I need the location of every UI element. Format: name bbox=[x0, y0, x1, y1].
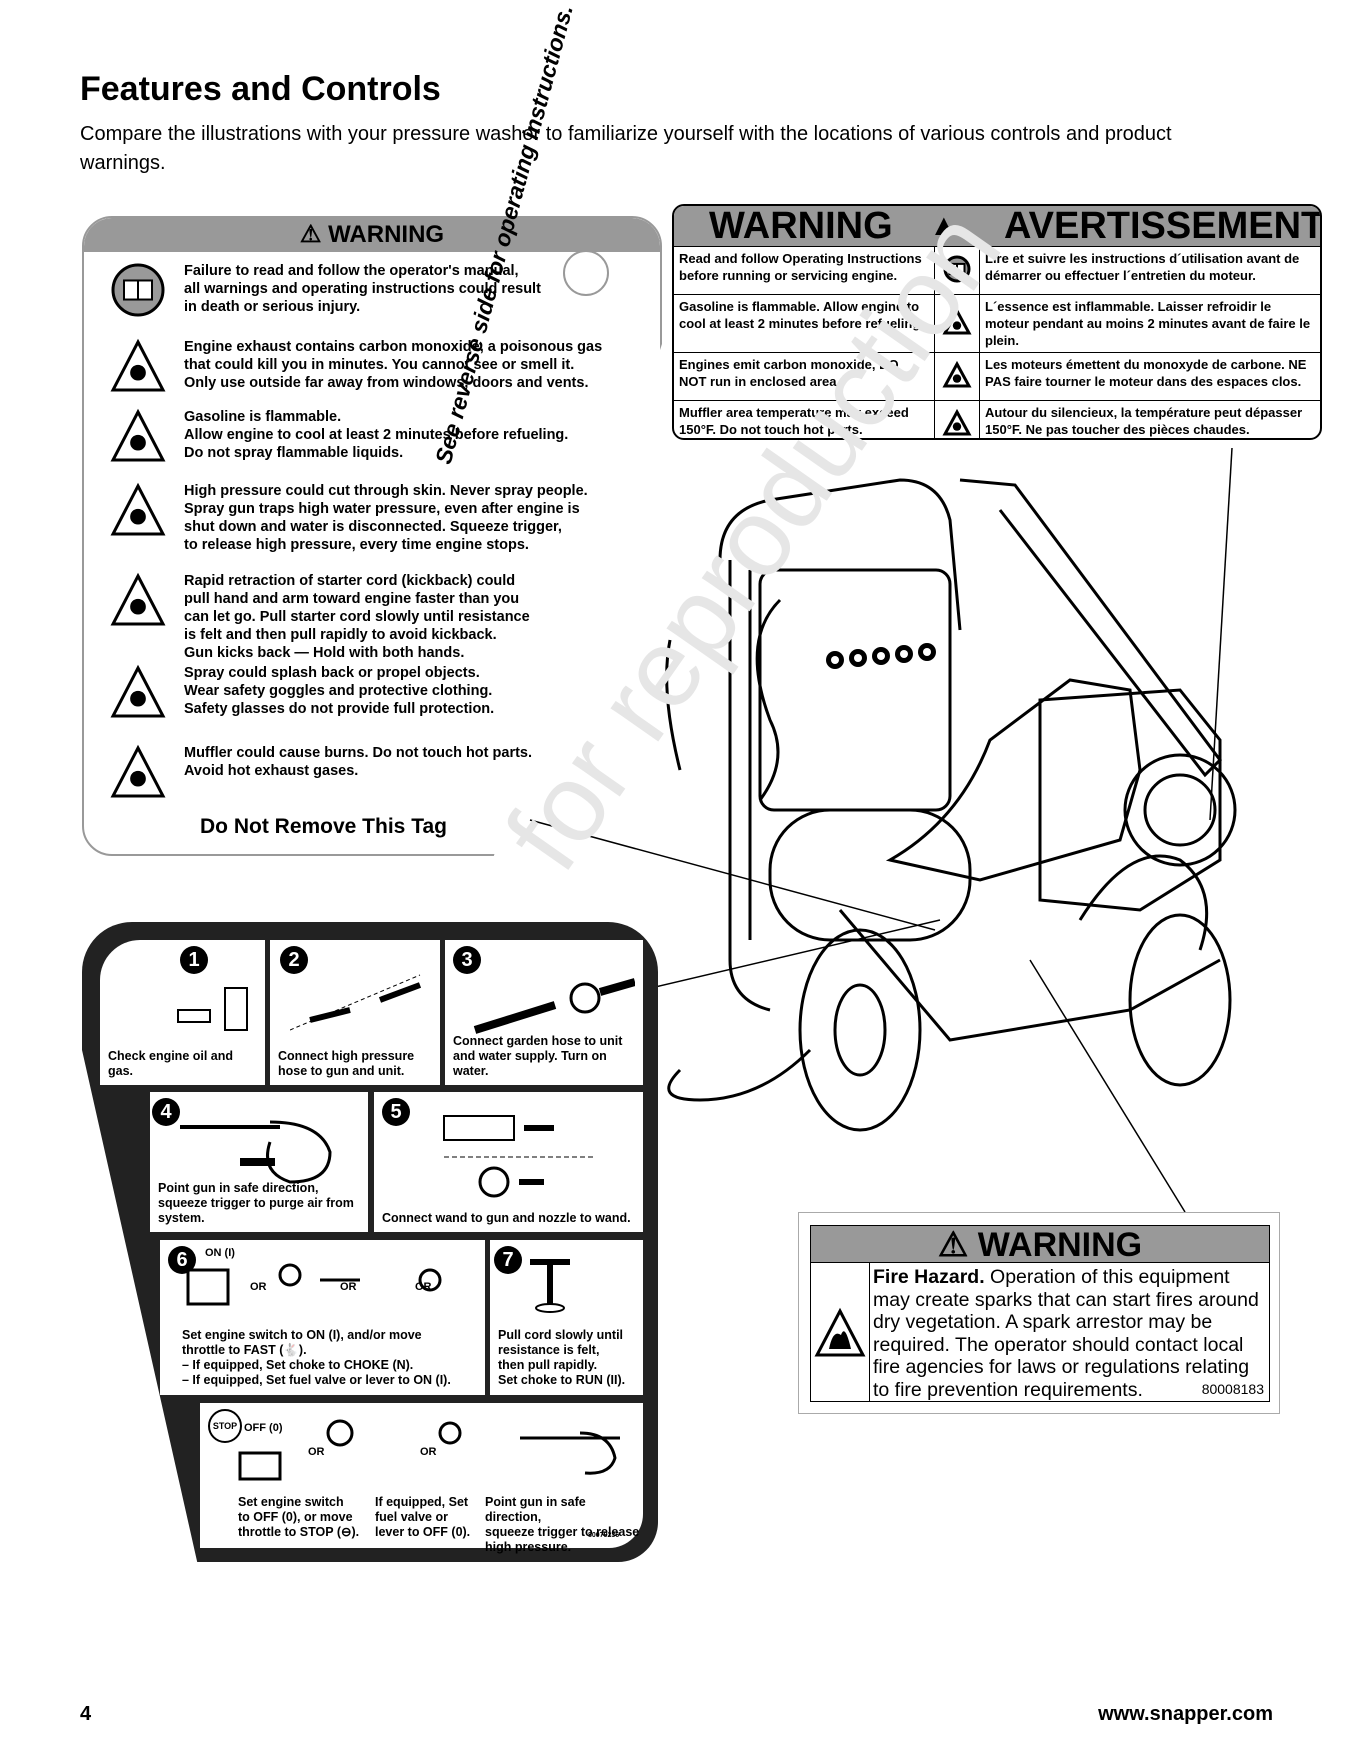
step-1: 1 Check engine oil and gas. bbox=[100, 940, 265, 1085]
hot-surface-icon bbox=[110, 744, 166, 800]
or-label: OR bbox=[340, 1281, 357, 1293]
bilingual-row: Engines emit carbon monoxide, DO NOT run… bbox=[674, 352, 1320, 401]
step-6: 6 ON (I) OR OR OR Set engine switch to O… bbox=[160, 1240, 485, 1395]
bilingual-row: Read and follow Operating Instructions b… bbox=[674, 246, 1320, 295]
carbon-monoxide-icon bbox=[934, 352, 980, 401]
fire-icon bbox=[934, 294, 980, 353]
fire-header: ⚠ WARNING bbox=[811, 1226, 1269, 1264]
header-fr: AVERTISSEMENT bbox=[1004, 205, 1322, 247]
step-6-text: Set engine switch to ON (I), and/or move… bbox=[182, 1328, 451, 1387]
header-en: WARNING bbox=[709, 205, 893, 247]
bilingual-fr-text: Lire et suivre les instructions d´utilis… bbox=[979, 246, 1320, 295]
stop-code: 80079236 bbox=[588, 1532, 620, 1539]
stop-icon: STOP bbox=[208, 1409, 242, 1443]
fire-text: Fire Hazard. Operation of this equipment… bbox=[873, 1266, 1259, 1401]
warning-tag-text: Muffler could cause burns. Do not touch … bbox=[184, 745, 533, 779]
or-label: OR bbox=[420, 1446, 437, 1458]
stop-section: STOP OFF (0) OR OR Set engine switch to … bbox=[200, 1403, 643, 1554]
page-number: 4 bbox=[80, 1703, 92, 1725]
hose-connect-icon bbox=[290, 974, 422, 1031]
carbon-monoxide-icon bbox=[110, 338, 166, 394]
step-7: 7 Pull cord slowly until resistance is f… bbox=[490, 1240, 643, 1395]
step-4: 4 Point gun in safe direction, squeeze t… bbox=[150, 1092, 368, 1232]
shutdown-icon bbox=[238, 1419, 620, 1481]
fire-icon bbox=[811, 1263, 870, 1401]
bilingual-row: Gasoline is flammable. Allow engine to c… bbox=[674, 294, 1320, 353]
page-title: Features and Controls bbox=[80, 70, 441, 108]
site-url[interactable]: www.snapper.com bbox=[1098, 1703, 1273, 1725]
or-label: OR bbox=[308, 1446, 325, 1458]
garden-hose-icon bbox=[473, 978, 635, 1034]
warning-triangle-icon: ▲ bbox=[929, 209, 959, 242]
kickback-icon bbox=[110, 572, 166, 628]
bilingual-fr-text: L´essence est inflammable. Laisser refro… bbox=[979, 294, 1320, 353]
warning-tag-text: Gasoline is flammable.Allow engine to co… bbox=[184, 409, 569, 461]
warning-tag-text: Failure to read and follow the operator'… bbox=[184, 263, 541, 315]
or-label: OR bbox=[250, 1281, 267, 1293]
high-pressure-spray-icon bbox=[110, 482, 166, 538]
fire-icon bbox=[110, 408, 166, 464]
manual-book-icon bbox=[110, 262, 166, 318]
warning-tag-text: High pressure could cut through skin. Ne… bbox=[184, 483, 588, 553]
step-2: 2 Connect high pressure hose to gun and … bbox=[270, 940, 440, 1085]
warning-tag-text: Engine exhaust contains carbon monoxide,… bbox=[184, 339, 603, 391]
bilingual-row: Muffler area temperature may exceed 150°… bbox=[674, 400, 1320, 438]
safety-goggles-icon bbox=[110, 664, 166, 720]
tag-hole bbox=[563, 250, 609, 296]
bilingual-fr-text: Autour du silencieux, la température peu… bbox=[979, 400, 1320, 438]
bilingual-en-text: Muffler area temperature may exceed 150°… bbox=[674, 400, 935, 438]
engine-switch-icon bbox=[186, 1263, 442, 1306]
bilingual-table: Read and follow Operating Instructions b… bbox=[674, 246, 1320, 438]
stop-text-2: If equipped, Set fuel valve or lever to … bbox=[375, 1495, 471, 1539]
bilingual-warning-label: WARNING ▲ AVERTISSEMENT Read and follow … bbox=[672, 204, 1322, 440]
warning-tag-text: Spray could splash back or propel object… bbox=[184, 665, 495, 717]
step-5: 5 Connect wand to gun and nozzle to wand… bbox=[374, 1092, 643, 1232]
hot-surface-icon bbox=[934, 400, 980, 438]
tag-footer: Do Not Remove This Tag bbox=[200, 815, 447, 838]
manual-book-icon bbox=[934, 246, 980, 295]
starter-cord-icon bbox=[530, 1259, 570, 1313]
warning-tag: ⚠ WARNING bbox=[82, 216, 662, 856]
spray-gun-icon bbox=[180, 1120, 332, 1184]
bilingual-en-text: Engines emit carbon monoxide, DO NOT run… bbox=[674, 352, 935, 401]
bilingual-fr-text: Les moteurs émettent du monoxyde de carb… bbox=[979, 352, 1320, 401]
warning-tag-text: Rapid retraction of starter cord (kickba… bbox=[184, 573, 530, 661]
stop-text-1: Set engine switch to OFF (0), or move th… bbox=[238, 1495, 360, 1539]
step-7-text: Pull cord slowly until resistance is fel… bbox=[498, 1328, 626, 1387]
bilingual-header: WARNING ▲ AVERTISSEMENT bbox=[674, 206, 1320, 246]
fire-hazard-label: ⚠ WARNING Fire Hazard. Operation of this… bbox=[798, 1212, 1280, 1414]
intro-text: Compare the illustrations with your pres… bbox=[80, 123, 1172, 174]
step-3: 3 Connect garden hose to unit and water … bbox=[445, 940, 643, 1085]
stop-text-3: Point gun in safe direction, squeeze tri… bbox=[485, 1495, 640, 1554]
oil-gas-icon bbox=[177, 987, 248, 1031]
bilingual-en-text: Read and follow Operating Instructions b… bbox=[674, 246, 935, 295]
bilingual-en-text: Gasoline is flammable. Allow engine to c… bbox=[674, 294, 935, 353]
warning-tag-header: ⚠ WARNING bbox=[84, 218, 660, 252]
wand-nozzle-icon bbox=[443, 1115, 594, 1198]
fire-code: 80008183 bbox=[1201, 1381, 1264, 1397]
